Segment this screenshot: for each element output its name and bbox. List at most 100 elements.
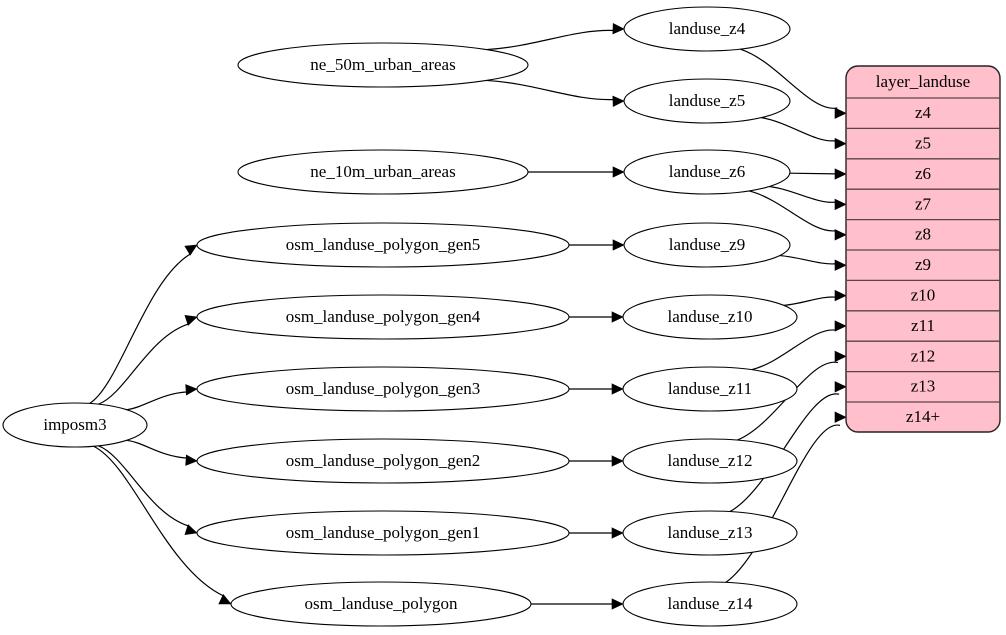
- node-label: landuse_z13: [668, 523, 753, 542]
- edge-line: [761, 117, 837, 142]
- arrow-head: [834, 168, 847, 180]
- edge-line: [779, 254, 837, 265]
- table-row-z12[interactable]: z12: [911, 346, 936, 365]
- node-label: osm_landuse_polygon: [305, 594, 458, 613]
- table-row-z9[interactable]: z9: [915, 255, 931, 274]
- edge-line: [751, 329, 837, 371]
- node-landuse_z9[interactable]: landuse_z9: [623, 222, 791, 268]
- arrow-head: [834, 198, 847, 211]
- edge-ne_50m_urban_areas-to-landuse_z5: [486, 79, 625, 108]
- edge-osm_landuse_polygon-to-landuse_z14: [531, 598, 624, 610]
- node-osm_landuse_polygon_gen5[interactable]: osm_landuse_polygon_gen5: [196, 222, 570, 268]
- arrow-head: [834, 259, 847, 271]
- edge-ne_10m_urban_areas-to-landuse_z6: [528, 166, 625, 178]
- table-row-z11[interactable]: z11: [911, 316, 935, 335]
- edge-landuse_z11-to-z11: [751, 320, 847, 371]
- arrow-head: [611, 455, 624, 467]
- node-label: imposm3: [43, 415, 106, 434]
- edge-line: [729, 393, 840, 513]
- arrow-head: [611, 311, 624, 323]
- edge-line: [725, 424, 841, 583]
- edge-line: [98, 445, 190, 527]
- node-label: ne_50m_urban_areas: [310, 55, 455, 74]
- edge-imposm3-to-osm_landuse_polygon_gen1: [98, 445, 198, 535]
- node-label: landuse_z14: [668, 594, 753, 613]
- edge-landuse_z6-to-z6: [789, 168, 847, 180]
- table-row-z14+[interactable]: z14+: [906, 407, 940, 426]
- node-label: landuse_z4: [669, 19, 746, 38]
- edge-imposm3-to-osm_landuse_polygon: [93, 445, 232, 605]
- node-landuse_z12[interactable]: landuse_z12: [622, 438, 798, 484]
- table-row-z7[interactable]: z7: [915, 194, 932, 213]
- edge-osm_landuse_polygon_gen1-to-landuse_z13: [569, 527, 624, 539]
- table-row-z6[interactable]: z6: [915, 164, 931, 183]
- table-title: layer_landuse: [876, 72, 970, 91]
- node-landuse_z5[interactable]: landuse_z5: [623, 78, 791, 124]
- arrow-head: [611, 383, 624, 395]
- edge-osm_landuse_polygon_gen5-to-landuse_z9: [569, 239, 625, 251]
- edge-osm_landuse_polygon_gen2-to-landuse_z12: [569, 455, 624, 467]
- arrow-head: [834, 320, 847, 332]
- table-row-z4[interactable]: z4: [915, 103, 932, 122]
- edge-osm_landuse_polygon_gen4-to-landuse_z10: [569, 311, 624, 323]
- node-osm_landuse_polygon_gen4[interactable]: osm_landuse_polygon_gen4: [196, 294, 570, 340]
- node-landuse_z11[interactable]: landuse_z11: [622, 366, 798, 412]
- node-osm_landuse_polygon_gen3[interactable]: osm_landuse_polygon_gen3: [196, 366, 570, 412]
- node-label: landuse_z10: [668, 307, 753, 326]
- node-label: osm_landuse_polygon_gen3: [286, 379, 481, 398]
- edge-landuse_z13-to-z13: [729, 381, 847, 513]
- arrow-head: [834, 381, 847, 393]
- edge-osm_landuse_polygon_gen3-to-landuse_z11: [569, 383, 624, 395]
- node-osm_landuse_polygon[interactable]: osm_landuse_polygon: [230, 581, 532, 627]
- node-label: landuse_z12: [668, 451, 753, 470]
- edge-line: [486, 79, 615, 101]
- node-imposm3[interactable]: imposm3: [2, 402, 148, 448]
- node-landuse_z10[interactable]: landuse_z10: [622, 294, 798, 340]
- node-osm_landuse_polygon_gen1[interactable]: osm_landuse_polygon_gen1: [196, 510, 570, 556]
- arrow-head: [834, 229, 847, 241]
- node-landuse_z13[interactable]: landuse_z13: [622, 510, 798, 556]
- edge-imposm3-to-osm_landuse_polygon_gen2: [126, 439, 198, 466]
- edge-line: [93, 445, 225, 597]
- arrow-head: [185, 384, 198, 396]
- arrow-head: [612, 166, 625, 178]
- edge-line: [783, 296, 837, 306]
- node-label: osm_landuse_polygon_gen1: [286, 523, 481, 542]
- arrow-head: [834, 289, 847, 302]
- edge-line: [769, 185, 837, 203]
- arrow-head: [834, 107, 847, 119]
- node-label: osm_landuse_polygon_gen5: [286, 235, 481, 254]
- node-osm_landuse_polygon_gen2[interactable]: osm_landuse_polygon_gen2: [196, 438, 570, 484]
- table-row-z8[interactable]: z8: [915, 225, 931, 244]
- arrow-head: [611, 598, 624, 610]
- nodes-layer: imposm3 ne_50m_urban_areas ne_10m_urban_ar…: [2, 6, 798, 627]
- arrow-head: [184, 244, 198, 256]
- node-label: landuse_z6: [669, 162, 745, 181]
- edge-line: [486, 29, 615, 51]
- node-label: landuse_z5: [669, 91, 745, 110]
- node-label: landuse_z11: [668, 379, 752, 398]
- node-landuse_z6[interactable]: landuse_z6: [623, 149, 791, 195]
- arrow-head: [834, 411, 847, 423]
- edge-imposm3-to-osm_landuse_polygon_gen4: [98, 315, 198, 405]
- node-landuse_z14[interactable]: landuse_z14: [622, 581, 798, 627]
- edge-line: [789, 172, 836, 175]
- arrow-head: [218, 594, 232, 605]
- node-ne_10m_urban_areas[interactable]: ne_10m_urban_areas: [237, 149, 529, 195]
- node-ne_50m_urban_areas[interactable]: ne_50m_urban_areas: [237, 42, 529, 88]
- node-landuse_z4[interactable]: landuse_z4: [623, 6, 791, 52]
- edge-landuse_z10-to-z10: [783, 289, 847, 306]
- edge-landuse_z4-to-z4: [740, 48, 847, 119]
- table-row-z13[interactable]: z13: [911, 377, 936, 396]
- edge-line: [98, 323, 190, 405]
- arrow-head: [612, 22, 625, 35]
- node-label: osm_landuse_polygon_gen2: [286, 451, 481, 470]
- table-row-z5[interactable]: z5: [915, 134, 931, 153]
- edge-landuse_z9-to-z9: [779, 254, 847, 271]
- edge-landuse_z6-to-z7: [769, 185, 847, 211]
- table-row-z10[interactable]: z10: [911, 286, 936, 305]
- node-label: landuse_z9: [669, 235, 745, 254]
- edge-imposm3-to-osm_landuse_polygon_gen5: [89, 244, 198, 404]
